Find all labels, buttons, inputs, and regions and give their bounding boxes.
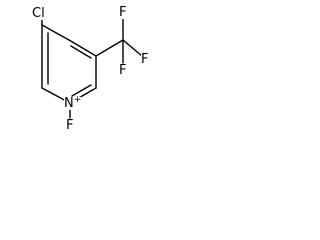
nitrogen-symbol: N [64, 96, 74, 111]
structure-canvas: Cl N+ F F F F [0, 0, 180, 155]
n-fluorine-atom-label: F [66, 118, 74, 133]
chlorine-atom-label: Cl [32, 6, 45, 21]
nitrogen-atom-label: N+ [64, 95, 82, 111]
double-bond-c6-n1 [71, 84, 92, 97]
double-bond-c4-c5 [70, 45, 92, 59]
cf3-fluorine-right-label: F [141, 52, 149, 67]
bond-cf3-f-right [122, 39, 143, 57]
bond-lines [41, 17, 143, 119]
bond-c5-cf3 [95, 39, 124, 57]
bond-c3-c4 [41, 24, 70, 41]
nitrogen-charge: + [73, 95, 82, 105]
bond-c4-c5 [68, 39, 97, 57]
cf3-fluorine-top-label: F [119, 5, 127, 20]
cf3-fluorine-bottom-label: F [119, 63, 127, 78]
